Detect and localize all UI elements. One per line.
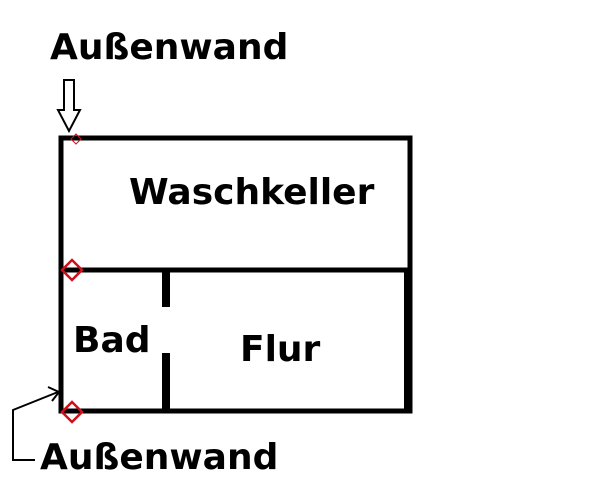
corner-marker-bottom	[60, 400, 84, 424]
bent-arrow-icon	[12, 391, 59, 461]
corner-marker-top	[70, 133, 82, 145]
corner-marker-middle	[60, 258, 84, 282]
room-label-waschkeller: Waschkeller	[129, 172, 375, 213]
room-label-bad: Bad	[73, 320, 151, 361]
outer-wall-label-top: Außenwand	[50, 27, 289, 68]
room-label-flur: Flur	[240, 329, 321, 370]
arrow-down-icon	[56, 79, 82, 134]
outer-wall-label-bottom: Außenwand	[40, 437, 279, 478]
arrow-head-icon	[47, 386, 61, 402]
